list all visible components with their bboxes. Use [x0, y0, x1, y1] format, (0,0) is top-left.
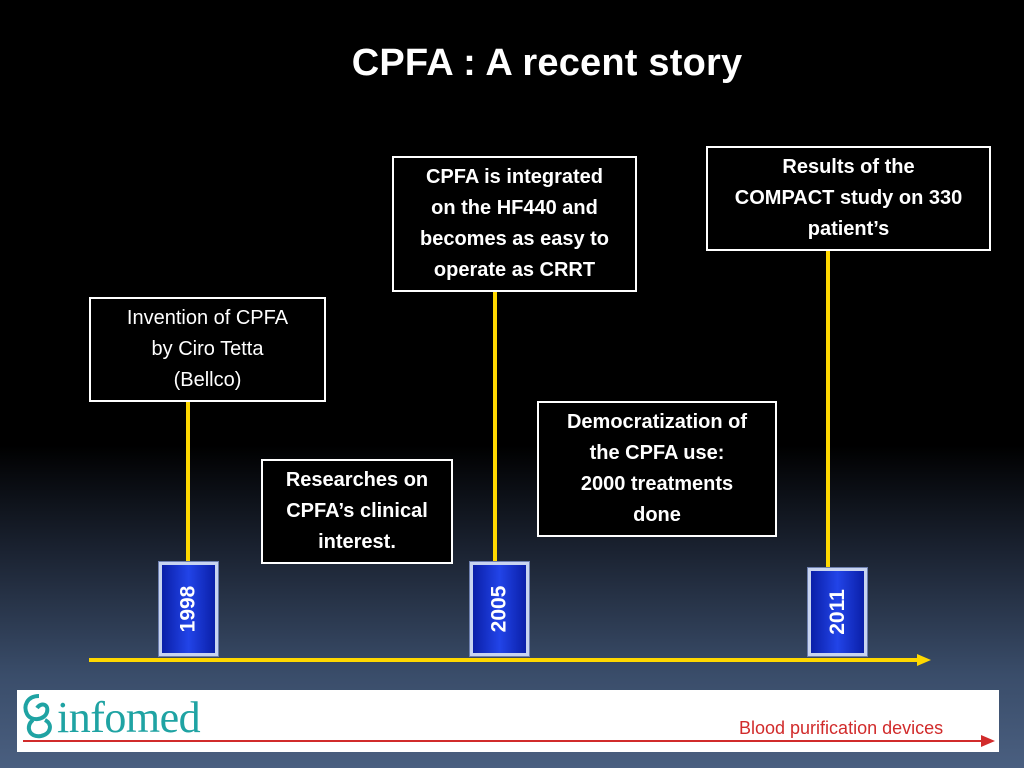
timeline-axis [89, 658, 919, 662]
footer-rule [23, 740, 983, 742]
footer-tagline: Blood purification devices [739, 718, 944, 738]
event-researches: Researches on CPFA’s clinical interest. [261, 459, 453, 564]
connector-2011 [826, 250, 830, 568]
year-label: 2005 [487, 585, 511, 633]
footer-banner: infomed Blood purification devices [17, 690, 999, 752]
year-badge-2005: 2005 [469, 561, 530, 657]
footer-arrow-icon [981, 735, 995, 747]
year-label: 1998 [176, 585, 200, 633]
timeline-arrow-icon [917, 654, 931, 666]
year-badge-2011: 2011 [807, 567, 868, 657]
infomed-logo-icon [23, 694, 52, 739]
event-compact: Results of the COMPACT study on 330 pati… [706, 146, 991, 251]
event-integrated: CPFA is integrated on the HF440 and beco… [392, 156, 637, 292]
event-invention: Invention of CPFA by Ciro Tetta (Bellco) [89, 297, 326, 402]
connector-1998 [186, 400, 190, 562]
infomed-logo-text: infomed [57, 693, 201, 742]
year-badge-1998: 1998 [158, 561, 219, 657]
event-democratization: Democratization of the CPFA use: 2000 tr… [537, 401, 777, 537]
year-label: 2011 [825, 589, 849, 635]
slide-title: CPFA : A recent story [351, 42, 743, 84]
connector-2005 [493, 290, 497, 562]
